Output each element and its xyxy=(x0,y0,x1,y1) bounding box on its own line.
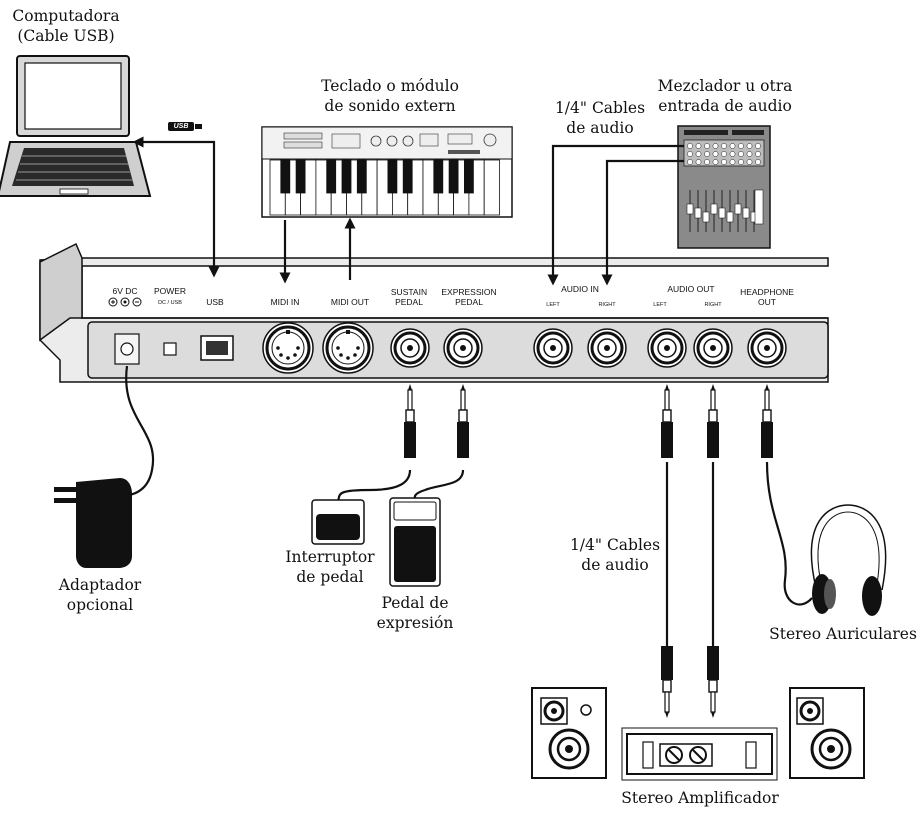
usb-label: USB xyxy=(206,297,224,307)
usb-icon xyxy=(168,122,202,131)
audio-in-label: AUDIO IN xyxy=(561,284,599,294)
left-speaker-icon xyxy=(531,687,607,779)
audio-in-right-label: RIGHT xyxy=(598,302,616,308)
dc-label: 6V DC xyxy=(112,286,138,296)
audio-out-label: AUDIO OUT xyxy=(667,284,715,294)
headphones-label: Stereo Auriculares xyxy=(769,625,917,643)
power-label: POWER xyxy=(153,286,187,296)
amplifier-label: Stereo Amplificador xyxy=(621,789,779,807)
audio-in-left-label: LEFT xyxy=(546,302,560,308)
external-keyboard-icon xyxy=(261,126,513,218)
connection-wires xyxy=(117,136,813,648)
power-sub-label: DC / USB xyxy=(158,300,182,306)
dc-polarity-icon xyxy=(108,297,142,307)
power-adapter-icon xyxy=(54,478,132,568)
mixer-icon xyxy=(677,125,771,249)
right-speaker-icon xyxy=(789,687,865,779)
expression-pedal-icon xyxy=(389,497,441,587)
sustain-pedal-icon xyxy=(311,499,365,545)
amplifier-icon xyxy=(621,727,778,781)
usb-badge: USB xyxy=(173,123,189,130)
laptop-icon xyxy=(0,55,152,197)
audio-out-left-label: LEFT xyxy=(653,302,667,308)
headphones-icon xyxy=(810,504,887,616)
computer-label: Computadora(Cable USB) xyxy=(12,7,120,45)
audio-out-right-label: RIGHT xyxy=(704,302,722,308)
rear-panel xyxy=(39,242,829,383)
midi-out-label: MIDI OUT xyxy=(330,297,370,307)
midi-in-label: MIDI IN xyxy=(270,297,300,307)
